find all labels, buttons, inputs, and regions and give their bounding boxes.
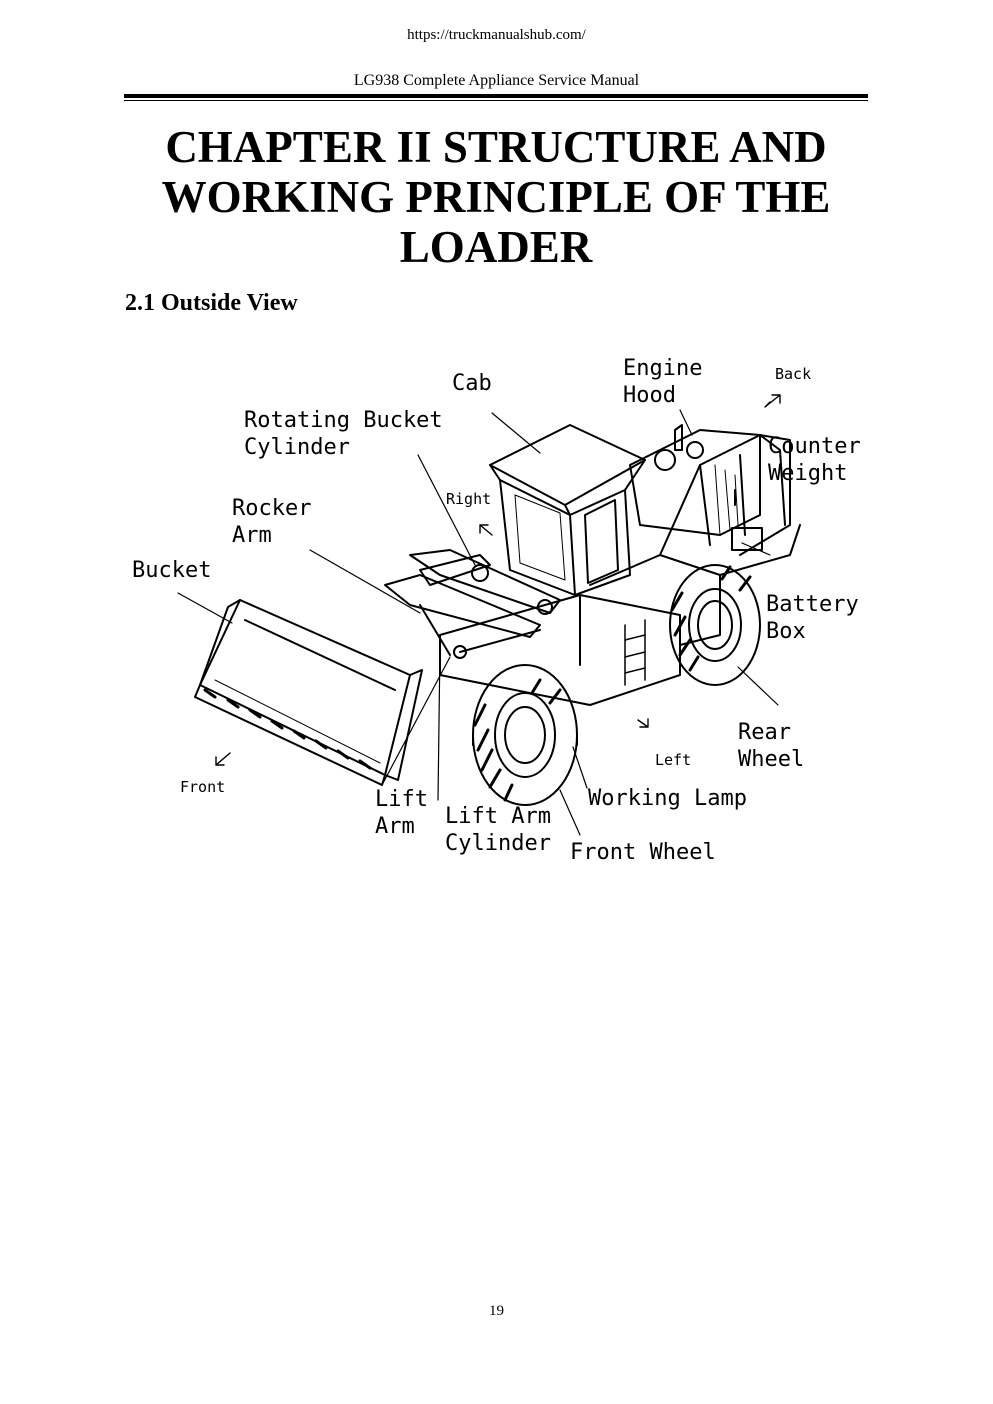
header-rule [124,94,868,98]
leader-lines [177,409,779,836]
rear-wheel-shape [669,564,761,686]
engine-hood-shape [629,424,786,551]
left-arrow-icon [637,718,649,728]
cab-shape [489,424,646,596]
label-left: Left [655,751,692,769]
label-lift-arm: Lift Arm [375,787,428,839]
label-battery-box: Battery Box [766,592,859,644]
label-right: Right [446,490,492,508]
label-rear-wheel: Rear Wheel [738,720,805,772]
label-rotating-bucket-cylinder: Rotating Bucket Cylinder [244,408,443,460]
ladder-steps [624,619,646,686]
label-rocker-arm: Rocker Arm [232,496,312,548]
label-engine-hood: Engine Hood [623,356,703,408]
right-arrow-icon [479,524,493,536]
outside-view-figure: Cab Engine Hood Back Rotating Bucket Cyl… [120,345,880,875]
label-front-wheel: Front Wheel [570,840,716,865]
loader-body [439,434,801,706]
section-heading: 2.1 Outside View [125,290,298,316]
label-bucket: Bucket [132,558,212,583]
header-url: https://truckmanualshub.com/ [407,27,586,43]
label-cab: Cab [452,371,492,396]
direction-arrows [215,394,781,766]
bucket-shape [194,599,423,786]
label-lift-arm-cylinder: Lift Arm Cylinder [445,804,551,856]
label-front: Front [180,778,226,796]
header-rule-thin [124,100,868,101]
loader-drawing [177,394,801,836]
front-arrow-icon [215,752,231,766]
front-wheel-shape [472,664,578,806]
label-working-lamp: Working Lamp [588,786,747,811]
label-counter-weight: Counter Weight [768,434,861,486]
page-number: 19 [489,1303,504,1319]
lift-arms [384,549,561,659]
back-arrow-icon [764,394,781,408]
chapter-title: CHAPTER II STRUCTURE AND WORKING PRINCIP… [161,122,831,272]
header-manual-title: LG938 Complete Appliance Service Manual [353,72,640,89]
label-back: Back [775,365,812,383]
